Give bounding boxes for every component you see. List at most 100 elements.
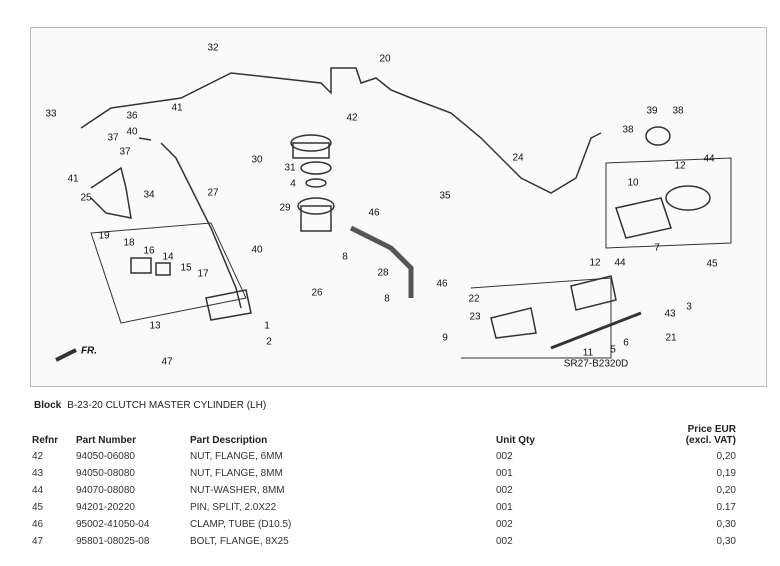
callout-15[interactable]: 15 xyxy=(180,262,192,274)
callout-34[interactable]: 34 xyxy=(143,189,155,201)
callout-25[interactable]: 25 xyxy=(80,192,92,204)
callout-11[interactable]: 11 xyxy=(582,347,594,359)
callout-5[interactable]: 5 xyxy=(610,344,616,356)
callout-24[interactable]: 24 xyxy=(512,152,524,164)
col-price: Price EUR(excl. VAT) xyxy=(685,424,736,446)
cell-qty: 002 xyxy=(496,536,513,547)
callout-40[interactable]: 40 xyxy=(126,126,138,138)
callout-33[interactable]: 33 xyxy=(45,108,57,120)
cell-part-number: 95002-41050-04 xyxy=(76,519,150,530)
cell-part-number: 94050-06080 xyxy=(76,451,135,462)
callout-26[interactable]: 26 xyxy=(311,287,323,299)
callout-19[interactable]: 19 xyxy=(98,230,110,242)
callout-32[interactable]: 32 xyxy=(207,42,219,54)
callout-45[interactable]: 45 xyxy=(706,258,718,270)
cell-part-number: 94050-08080 xyxy=(76,468,135,479)
callout-9[interactable]: 9 xyxy=(442,332,448,344)
callout-28[interactable]: 28 xyxy=(377,267,389,279)
cell-refnr: 46 xyxy=(32,519,44,530)
col-qty: Unit Qty xyxy=(496,435,535,446)
callout-31[interactable]: 31 xyxy=(284,162,296,174)
callout-37[interactable]: 37 xyxy=(119,146,131,158)
callout-8[interactable]: 8 xyxy=(342,251,348,263)
callout-20[interactable]: 20 xyxy=(379,53,391,65)
cell-refnr: 42 xyxy=(32,451,44,462)
block-label: Block xyxy=(34,400,62,411)
callout-47[interactable]: 47 xyxy=(161,356,173,368)
cell-qty: 002 xyxy=(496,485,513,496)
col-part-number: Part Number xyxy=(76,435,137,446)
front-direction-label: FR. xyxy=(80,345,98,357)
callout-29[interactable]: 29 xyxy=(279,202,291,214)
cell-part-number: 94070-08080 xyxy=(76,485,135,496)
callout-12[interactable]: 12 xyxy=(674,160,686,172)
diagram-drawing xyxy=(55,67,732,362)
col-refnr: Refnr xyxy=(32,435,59,446)
cell-qty: 001 xyxy=(496,502,513,513)
callout-36[interactable]: 36 xyxy=(126,110,138,122)
callout-10[interactable]: 10 xyxy=(627,177,639,189)
callout-46[interactable]: 46 xyxy=(368,207,380,219)
cell-price: 0,30 xyxy=(716,536,736,547)
callout-42[interactable]: 42 xyxy=(346,112,358,124)
callout-27[interactable]: 27 xyxy=(207,187,219,199)
callout-12[interactable]: 12 xyxy=(589,257,601,269)
callout-44[interactable]: 44 xyxy=(614,257,626,269)
cell-description: NUT-WASHER, 8MM xyxy=(190,485,285,496)
cell-description: PIN, SPLIT, 2.0X22 xyxy=(190,502,277,513)
parts-table: Refnr Part Number Part Description Unit … xyxy=(32,418,736,550)
cell-price: 0,20 xyxy=(716,451,736,462)
cell-price: 0,30 xyxy=(716,519,736,530)
callout-23[interactable]: 23 xyxy=(469,311,481,323)
callout-38[interactable]: 38 xyxy=(622,124,634,136)
callout-13[interactable]: 13 xyxy=(149,320,161,332)
callout-2[interactable]: 2 xyxy=(266,336,272,348)
callout-46[interactable]: 46 xyxy=(436,278,448,290)
callout-17[interactable]: 17 xyxy=(197,268,209,280)
block-title: Block B-23-20 CLUTCH MASTER CYLINDER (LH) xyxy=(34,400,266,411)
block-name: B-23-20 CLUTCH MASTER CYLINDER (LH) xyxy=(67,400,267,411)
callout-3[interactable]: 3 xyxy=(686,301,692,313)
callout-1[interactable]: 1 xyxy=(264,320,270,332)
drawing-code: SR27-B2320D xyxy=(563,358,629,370)
callout-16[interactable]: 16 xyxy=(143,245,155,257)
callout-22[interactable]: 22 xyxy=(468,293,480,305)
callout-43[interactable]: 43 xyxy=(664,308,676,320)
callout-30[interactable]: 30 xyxy=(251,154,263,166)
callout-4[interactable]: 4 xyxy=(290,178,296,190)
callout-44[interactable]: 44 xyxy=(703,153,715,165)
cell-part-number: 94201-20220 xyxy=(76,502,135,513)
cell-refnr: 45 xyxy=(32,502,44,513)
callout-41[interactable]: 41 xyxy=(67,173,79,185)
cell-qty: 002 xyxy=(496,451,513,462)
cell-price: 0,19 xyxy=(716,468,736,479)
cell-qty: 002 xyxy=(496,519,513,530)
callout-41[interactable]: 41 xyxy=(171,102,183,114)
cell-refnr: 43 xyxy=(32,468,44,479)
callout-14[interactable]: 14 xyxy=(162,251,174,263)
cell-qty: 001 xyxy=(496,468,513,479)
callout-39[interactable]: 39 xyxy=(646,105,658,117)
table-row[interactable]: 43 94050-08080 NUT, FLANGE, 8MM 001 0,19 xyxy=(32,465,736,482)
cell-description: NUT, FLANGE, 8MM xyxy=(190,468,283,479)
cell-description: NUT, FLANGE, 6MM xyxy=(190,451,283,462)
table-row[interactable]: 42 94050-06080 NUT, FLANGE, 6MM 002 0,20 xyxy=(32,448,736,465)
callout-35[interactable]: 35 xyxy=(439,190,451,202)
table-row[interactable]: 45 94201-20220 PIN, SPLIT, 2.0X22 001 0.17 xyxy=(32,499,736,516)
callout-7[interactable]: 7 xyxy=(654,242,660,254)
callout-21[interactable]: 21 xyxy=(665,332,677,344)
col-description: Part Description xyxy=(190,435,268,446)
cell-refnr: 47 xyxy=(32,536,44,547)
callout-37[interactable]: 37 xyxy=(107,132,119,144)
cell-price: 0.17 xyxy=(716,502,736,513)
table-row[interactable]: 46 95002-41050-04 CLAMP, TUBE (D10.5) 002 0,… xyxy=(32,516,736,533)
callout-6[interactable]: 6 xyxy=(623,337,629,349)
callout-8[interactable]: 8 xyxy=(384,293,390,305)
callout-38[interactable]: 38 xyxy=(672,105,684,117)
callout-18[interactable]: 18 xyxy=(123,237,135,249)
cell-description: CLAMP, TUBE (D10.5) xyxy=(190,519,292,530)
callout-40[interactable]: 40 xyxy=(251,244,263,256)
